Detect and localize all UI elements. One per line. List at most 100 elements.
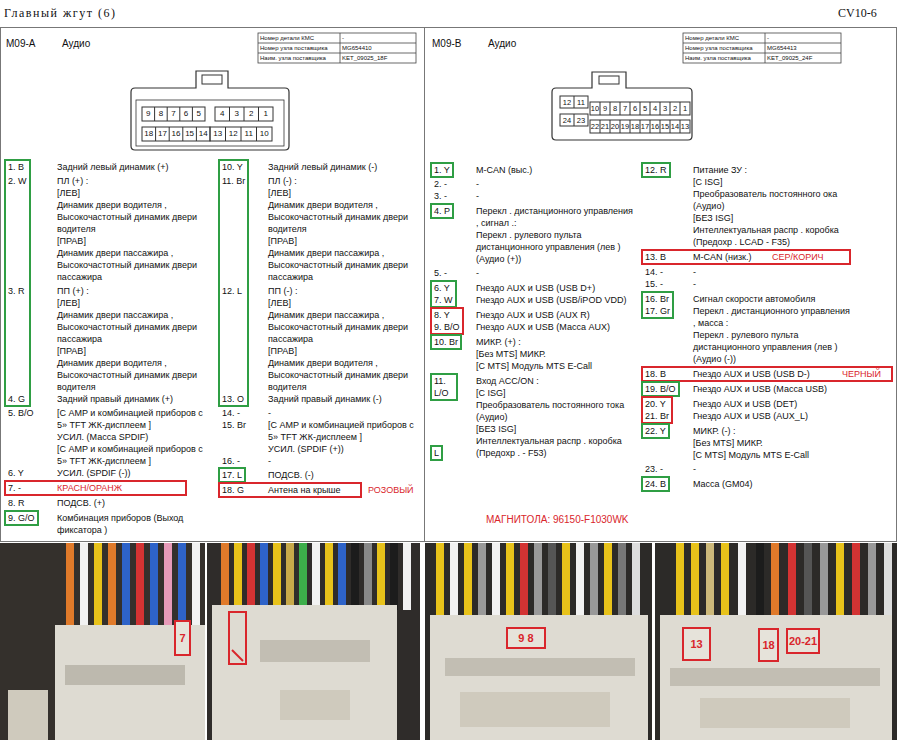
pin-description: Антена на крыше — [268, 484, 341, 496]
connector-code: M09-B — [432, 38, 461, 50]
pin-divider — [244, 107, 245, 121]
pin-number: 18 — [630, 121, 640, 133]
pin-label: 7. - — [8, 482, 21, 494]
pin-label: 19. B/O — [645, 383, 676, 395]
pin-number: 2 — [244, 108, 259, 120]
pin-label: 17. L — [222, 469, 242, 481]
pin-text: Сигнал скорости автомобиля — [693, 293, 851, 305]
pin-label: 12. L — [222, 285, 242, 297]
pin-group-box: 4. P — [430, 203, 454, 219]
panel-frame — [1, 28, 897, 542]
pin-cells — [560, 114, 588, 126]
pin-number: 2 — [670, 103, 680, 115]
wire — [676, 543, 684, 620]
callout-number: 20-21 — [789, 635, 817, 648]
pin-number: 5 — [192, 108, 205, 120]
callout-number: 13 — [690, 638, 702, 651]
wire — [299, 543, 307, 610]
wire — [164, 543, 172, 630]
connector-face — [552, 72, 692, 140]
pin-text: - — [476, 178, 634, 190]
wire — [534, 543, 542, 620]
table-rule — [765, 33, 766, 63]
pin-divider — [169, 127, 170, 141]
pin-text: Перекл . рулевого пульта дистанционного … — [476, 229, 634, 265]
pin-text: ПОДСВ. (-) — [268, 469, 420, 481]
connector-housing — [212, 605, 397, 740]
connector-housing — [430, 615, 648, 740]
wire-colour-note: ЧЕРНЫЙ — [842, 368, 881, 380]
pin-cells — [142, 107, 205, 121]
pin-divider — [256, 127, 257, 141]
connector-latch — [280, 690, 350, 720]
pin-text: Динамик двери пассажира , Высокочастотны… — [57, 247, 212, 283]
pin-label: 12. R — [645, 164, 667, 176]
pin-divider — [258, 107, 259, 121]
pin-text: [С AMP и комбинацией приборов с 5» TFT Ж… — [268, 419, 420, 443]
pin-number: 21 — [600, 121, 610, 133]
pin-label: 17. Gr — [645, 305, 670, 317]
pin-number: 9 — [142, 108, 155, 120]
pin-text: Интеллектуальная распр . коробка (Предох… — [693, 224, 851, 248]
callout-number: 18 — [762, 639, 774, 652]
wire — [884, 543, 892, 620]
pin-text: ПОДСВ. (+) — [57, 497, 212, 509]
pin-divider — [600, 120, 680, 133]
connector-face — [131, 71, 289, 150]
pin-cells — [590, 120, 690, 133]
pin-number: 4 — [215, 108, 230, 120]
wire — [464, 543, 472, 620]
pin-divider — [229, 107, 230, 121]
pin-number: 15 — [183, 128, 197, 140]
wire — [506, 543, 514, 620]
pin-label: 7. W — [434, 294, 453, 306]
pin-number: 6 — [180, 108, 193, 120]
wire — [377, 543, 385, 610]
pin-number: 13 — [210, 128, 226, 140]
pin-divider — [241, 127, 242, 141]
pin-text: - — [693, 278, 851, 290]
pin-number: 23 — [574, 115, 588, 127]
wire — [820, 543, 828, 620]
photo-4 — [655, 543, 897, 740]
wire — [868, 543, 876, 620]
pin-text: - — [693, 266, 851, 278]
pin-text: Перекл . дистанционного управления , сиг… — [476, 205, 634, 229]
unit-part-number: МАГНИТОЛА: 96150-F1030WK — [486, 514, 629, 526]
pin-text: Задний правый динамик (-) — [268, 393, 420, 405]
pin-text: МИКР. (+) : — [476, 336, 634, 348]
pin-group-box: 6. Y7. W — [430, 280, 457, 308]
pin-text: Гнездо AUX и USB (Масса AUX) — [476, 321, 634, 333]
pin-label: 6. Y — [434, 282, 450, 294]
wire — [122, 543, 130, 630]
connector-title: Аудио — [62, 38, 90, 50]
wire — [771, 543, 779, 620]
pin-label: 2. W — [8, 175, 27, 187]
highlight-mark — [232, 650, 243, 661]
pin-text: УСИЛ. (Масса SPDIF) — [57, 431, 212, 443]
pin-text: Динамик двери пассажира , Высокочастотны… — [268, 247, 420, 283]
photo-ground — [655, 543, 897, 740]
pin-text: 5. - — [434, 267, 447, 279]
pin-text: Гнездо AUX и USB (USB/iPOD VDD) — [476, 294, 634, 306]
wire — [604, 543, 612, 620]
pin-group-box: 19. B/O — [641, 381, 680, 397]
pin-number: 5 — [640, 103, 650, 115]
pin-text: [С AMP и комбинацией приборов с 5» TFT Ж… — [57, 443, 212, 467]
table-rule — [683, 53, 841, 54]
pin-group-box: 10. Y11. Br12. L13. O — [218, 159, 249, 407]
pin-text: Комбинация приборов (Выход фиксатора ) — [57, 512, 212, 536]
pin-group-box: 17. L — [218, 467, 246, 483]
pin-number: 16 — [169, 128, 183, 140]
pin-label: 1. B — [8, 161, 24, 173]
wire-colour-note: КРАСН/ОРАНЖ — [57, 482, 122, 494]
table-cell: Наим. узла поставщика — [685, 55, 751, 62]
pin-number: 3 — [230, 108, 245, 120]
pin-text: [ПРАВ] — [268, 235, 420, 247]
wire — [150, 543, 158, 630]
connector-slot — [65, 665, 185, 685]
pin-group-box: 1. Y — [430, 162, 454, 178]
sheet-code: CV10-6 — [838, 6, 877, 20]
pin-divider — [182, 127, 183, 141]
wire — [178, 543, 186, 630]
